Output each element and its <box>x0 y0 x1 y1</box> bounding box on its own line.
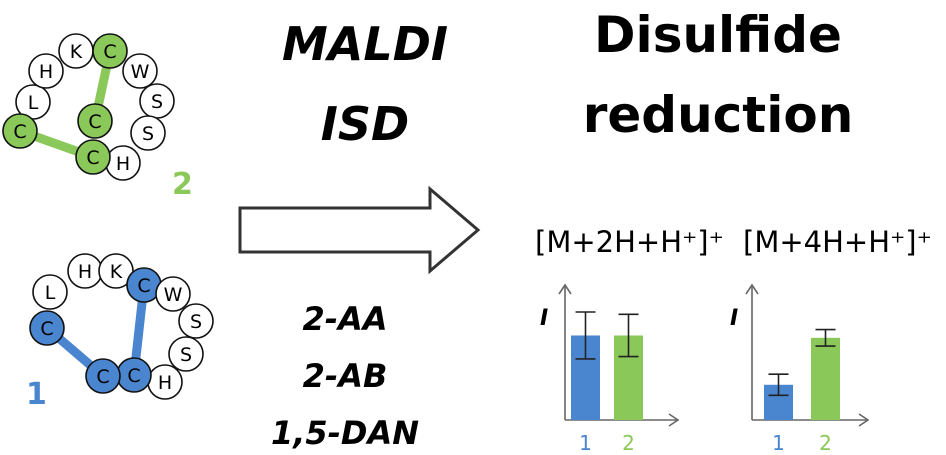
residue-1-7: H <box>147 364 183 400</box>
svg-text:W: W <box>164 284 183 306</box>
matrix-item-1: 2-AB <box>303 357 388 395</box>
matrix-item-2: 1,5-DAN <box>271 414 419 452</box>
residue-1-5: S <box>178 303 214 339</box>
ion-label-right: [M+4H+H⁺]⁺ <box>743 225 932 259</box>
svg-text:C: C <box>13 121 26 143</box>
residue-2-7: H <box>105 145 141 181</box>
svg-text:H: H <box>78 261 92 283</box>
svg-text:C: C <box>88 111 101 133</box>
residue-2-0: L <box>15 84 51 120</box>
residue-1-8: C <box>116 357 152 393</box>
residue-1-4: W <box>155 276 191 312</box>
x-axis-arrowhead <box>668 413 680 427</box>
ion-label-left: [M+2H+H⁺]⁺ <box>535 225 724 259</box>
residue-2-2: K <box>58 33 94 69</box>
residue-1-3: C <box>126 267 162 303</box>
error-bar-1 <box>575 311 596 360</box>
matrix-item-0: 2-AA <box>302 300 387 338</box>
svg-text:H: H <box>116 153 130 175</box>
svg-text:H: H <box>158 372 172 394</box>
svg-text:S: S <box>180 344 192 366</box>
peptide-2-number: 2 <box>172 167 193 202</box>
method-line-1: MALDI <box>282 17 448 71</box>
svg-text:C: C <box>86 147 99 169</box>
residue-2-3: C <box>92 33 128 69</box>
tick-label-1: 1 <box>772 431 785 455</box>
method-line-2: ISD <box>321 97 409 151</box>
svg-text:C: C <box>40 318 53 340</box>
svg-text:K: K <box>70 41 83 63</box>
residue-1-6: S <box>168 336 204 372</box>
residue-1-10: C <box>29 310 65 346</box>
peptide-1-number: 1 <box>26 377 47 412</box>
residue-1-0: L <box>32 274 68 310</box>
svg-text:C: C <box>103 41 116 63</box>
residue-1-9: C <box>85 358 121 394</box>
bar-2 <box>811 337 840 420</box>
tick-label-2: 2 <box>819 431 832 455</box>
svg-text:S: S <box>151 91 163 113</box>
bar-chart-right: I 1 2 <box>730 283 870 455</box>
svg-text:W: W <box>131 61 150 83</box>
residue-2-1: H <box>28 53 64 89</box>
residue-2-9: C <box>77 103 113 139</box>
process-arrow <box>238 185 481 275</box>
svg-text:L: L <box>28 92 39 114</box>
svg-text:S: S <box>142 123 154 145</box>
error-bar-2 <box>815 328 836 347</box>
svg-text:C: C <box>96 366 109 388</box>
residue-2-5: S <box>139 83 175 119</box>
svg-text:C: C <box>137 275 150 297</box>
residue-1-2: K <box>98 253 134 289</box>
x-axis-arrowhead <box>858 413 870 427</box>
title-line-1: Disulfide <box>594 6 842 64</box>
residue-2-8: C <box>75 139 111 175</box>
title-line-2: reduction <box>583 86 854 144</box>
svg-text:K: K <box>110 261 123 283</box>
svg-text:C: C <box>127 365 140 387</box>
y-axis-label: I <box>730 306 738 331</box>
svg-text:S: S <box>190 311 202 333</box>
error-bar-1 <box>768 373 789 397</box>
tick-label-2: 2 <box>622 431 635 455</box>
y-axis-label: I <box>540 306 548 331</box>
svg-text:H: H <box>39 61 53 83</box>
residue-2-10: C <box>2 113 38 149</box>
y-axis-arrowhead <box>558 283 572 295</box>
tick-label-1: 1 <box>579 431 592 455</box>
error-bar-2 <box>618 313 639 358</box>
residue-2-4: W <box>122 53 158 89</box>
residue-1-1: H <box>67 253 103 289</box>
residue-2-6: S <box>130 115 166 151</box>
bar-chart-left: I 1 2 <box>540 283 680 455</box>
svg-text:L: L <box>45 282 56 304</box>
y-axis-arrowhead <box>745 283 759 295</box>
